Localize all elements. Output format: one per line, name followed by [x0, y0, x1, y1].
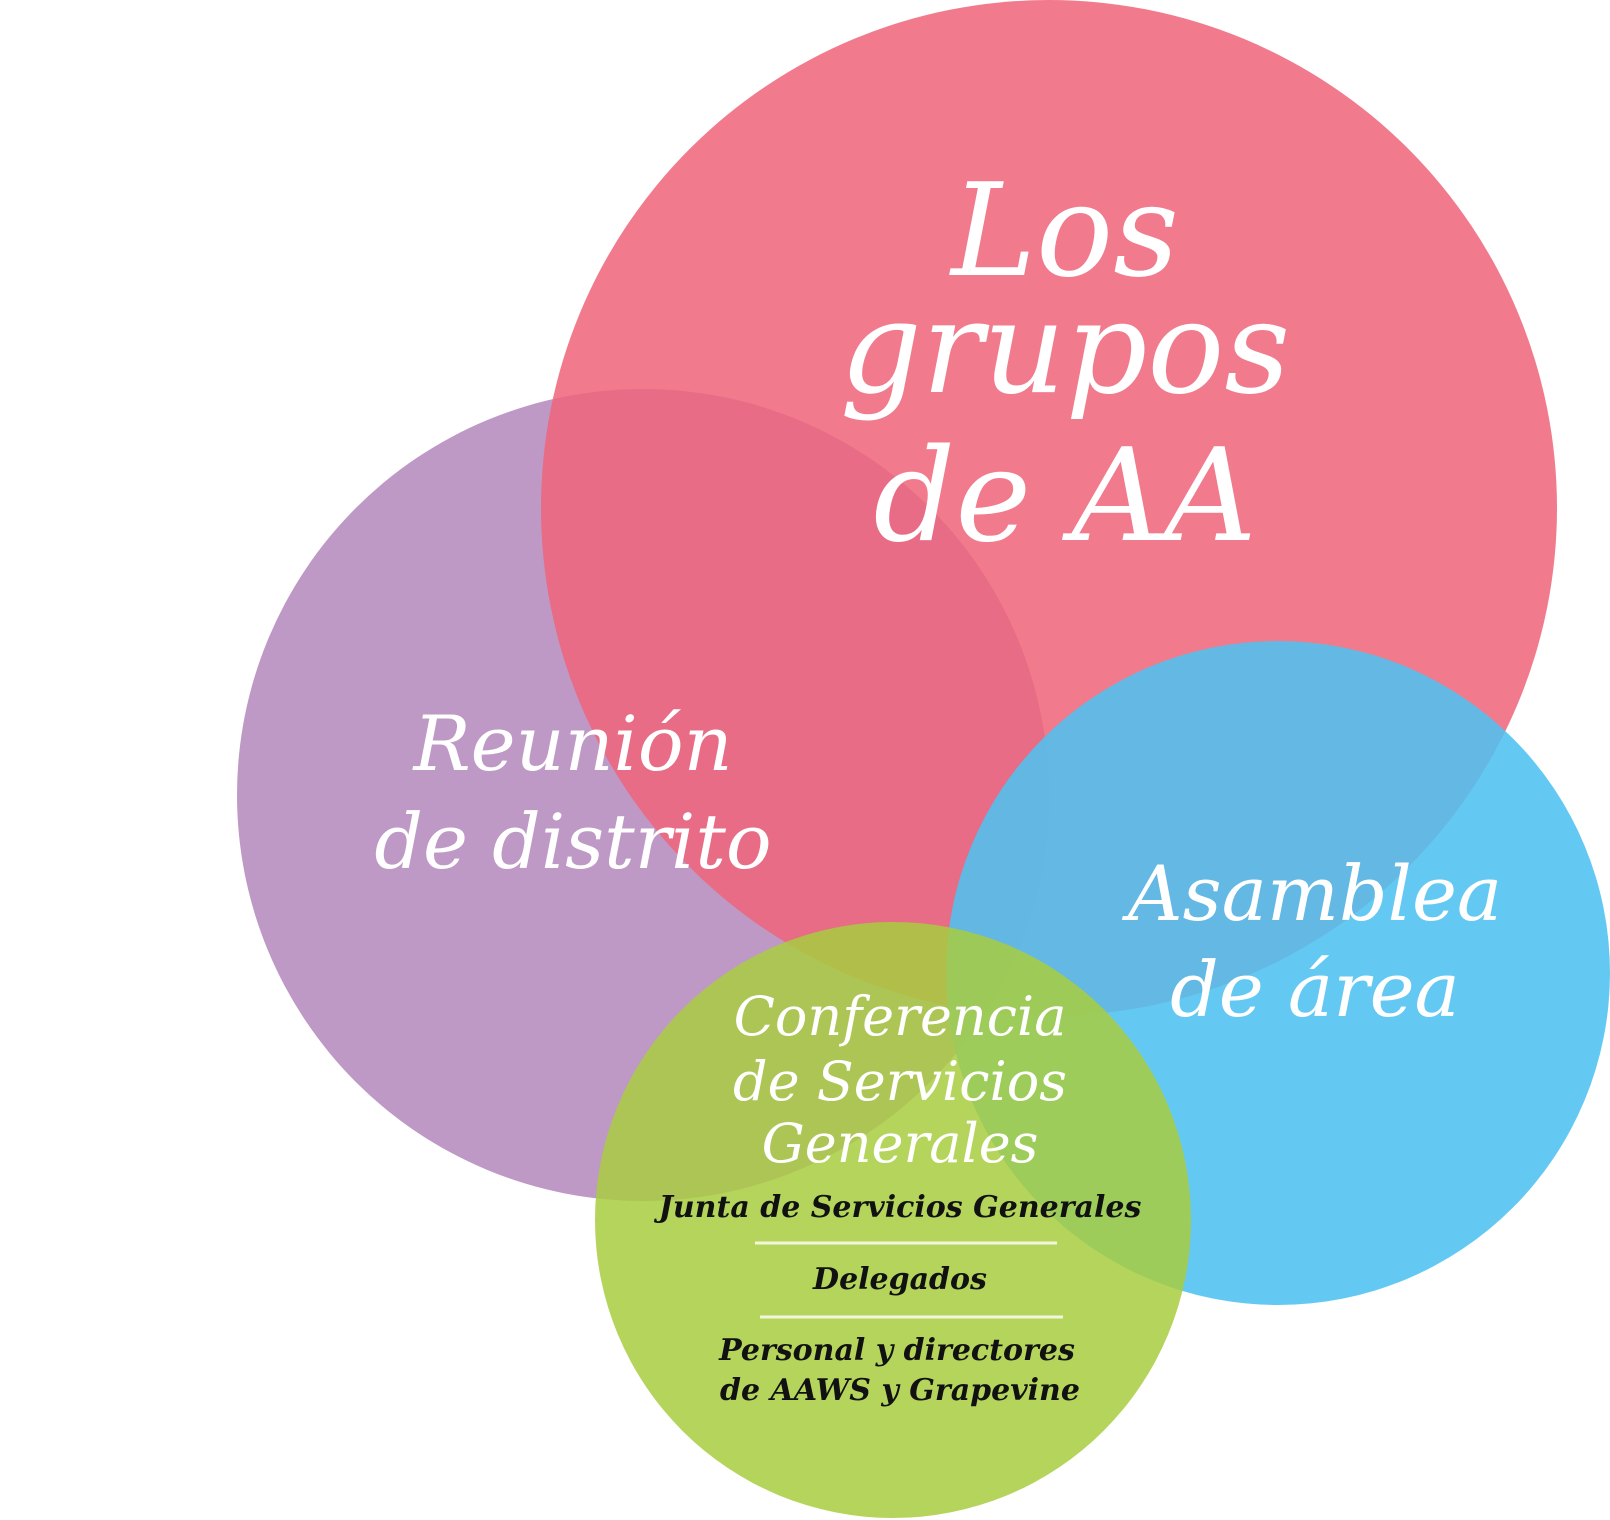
district-label-line-2: de distrito	[374, 797, 771, 886]
member-staff-directors-line-1: Personal y directores	[718, 1333, 1075, 1368]
conference-label-line-2: de Servicios	[733, 1050, 1067, 1113]
district-label-line-1: Reunión	[411, 699, 732, 788]
area-label-line-2: de área	[1170, 945, 1460, 1034]
groups-label-line-3: de AA	[873, 422, 1256, 571]
conference-label-line-3: Generales	[762, 1112, 1039, 1175]
area-label-line-1: Asamblea	[1122, 849, 1503, 938]
conference-label-line-1: Conferencia	[734, 985, 1067, 1048]
groups-label-line-2: grupos	[840, 274, 1290, 423]
member-staff-directors-line-2: de AAWS y Grapevine	[720, 1373, 1080, 1408]
conference-circle	[595, 922, 1191, 1518]
groups-label-line-1: Los	[949, 157, 1179, 306]
member-delegates: Delegados	[812, 1262, 987, 1297]
member-general-service-board: Junta de Servicios Generales	[654, 1190, 1142, 1225]
